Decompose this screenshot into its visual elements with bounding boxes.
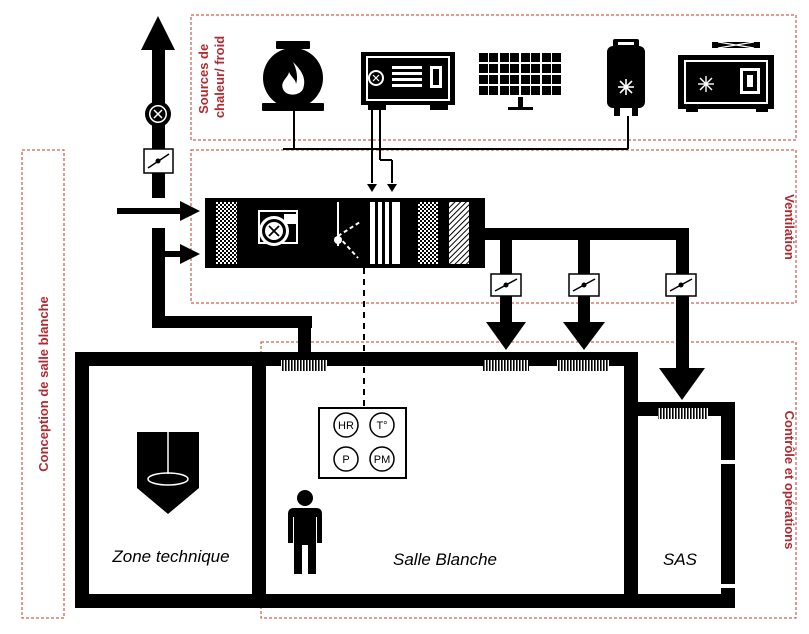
fresh-air-intake-arrow	[117, 201, 200, 221]
exhaust-damper-icon	[143, 148, 174, 174]
room-label-cleanroom: Salle Blanche	[393, 550, 497, 569]
zone-conception-label: Conception de salle blanche	[36, 296, 51, 472]
supply-fan-icon	[258, 210, 298, 246]
supply-duct	[485, 228, 705, 400]
cooling-unit-snowflake-icon	[678, 41, 774, 112]
sensor-panel: HR T° P PM	[318, 407, 407, 479]
sensor-pressure: P	[342, 454, 349, 466]
zone-sources-label-line2: chaleur/ froid	[212, 36, 227, 118]
solar-panel-icon	[479, 53, 561, 110]
sensor-particles: PM	[374, 454, 391, 466]
recirculation-duct	[152, 228, 312, 358]
zone-sources-box: Sources de chaleur/ froid	[190, 14, 797, 141]
heat-pump-unit-icon	[361, 52, 455, 110]
ceiling-grilles	[281, 360, 708, 419]
zone-conception-box: Conception de salle blanche	[21, 149, 65, 619]
zone-sources-label-line1: Sources de	[196, 44, 211, 114]
svg-text:Sources de chaleur/ froi: Sources de chaleur/ froid	[196, 36, 227, 118]
sensor-temperature: T°	[376, 420, 387, 432]
sensor-humidity: HR	[338, 420, 354, 432]
aHU-damper-icon	[334, 202, 361, 259]
source-piping	[283, 110, 629, 192]
chiller-snowflake-icon	[607, 39, 645, 116]
zone-ventilation-label: Ventilation	[782, 194, 797, 260]
supply-damper-3-icon	[665, 273, 697, 297]
air-handling-unit	[205, 198, 485, 268]
supply-damper-1-icon	[490, 273, 522, 297]
room-label-technique: Zone technique	[111, 547, 229, 566]
room-label-sas: SAS	[663, 550, 698, 569]
exhaust-fan-icon	[145, 101, 171, 127]
zone-controle-box: Contrôle et opérations	[260, 341, 797, 619]
shield-filter-icon	[137, 432, 199, 514]
person-icon	[288, 490, 322, 574]
boiler-flame-icon	[262, 41, 324, 111]
building-walls	[75, 352, 735, 608]
supply-damper-2-icon	[568, 273, 600, 297]
zone-controle-label: Contrôle et opérations	[782, 411, 797, 550]
